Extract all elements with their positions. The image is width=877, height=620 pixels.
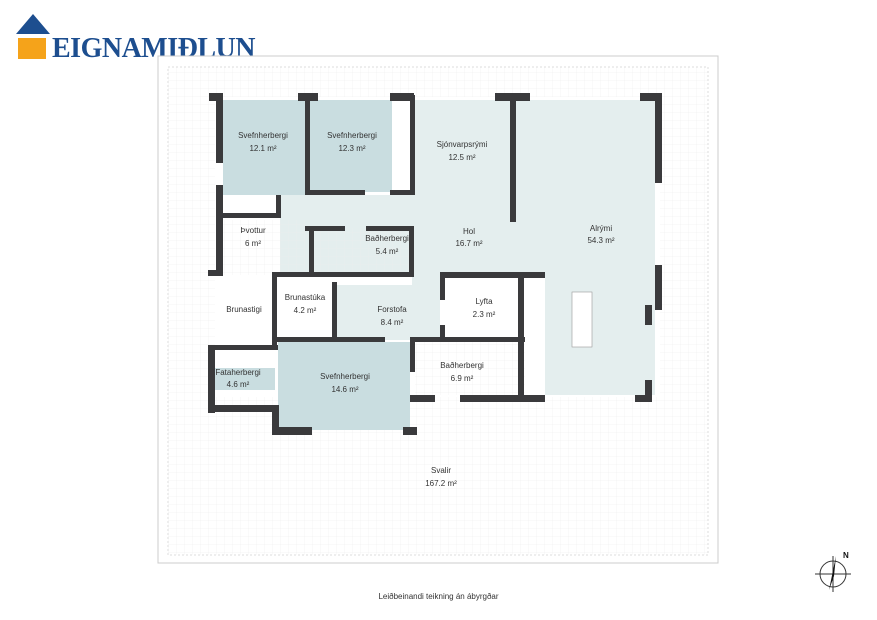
room-name: Lyfta — [475, 297, 493, 306]
room-area: 12.3 m² — [338, 144, 365, 153]
north-label: N — [843, 551, 849, 560]
room-area: 5.4 m² — [376, 247, 399, 256]
room-name: Forstofa — [377, 305, 407, 314]
room-area: 12.5 m² — [448, 153, 475, 162]
room-area: 4.2 m² — [294, 306, 317, 315]
house-logo-icon — [16, 14, 50, 59]
room-area: 6 m² — [245, 239, 261, 248]
room-name: Brunastigi — [226, 305, 262, 314]
rooms — [215, 97, 660, 430]
walls — [208, 93, 662, 435]
room-name: Fataherbergi — [215, 368, 261, 377]
room-name: Brunastúka — [285, 293, 326, 302]
room-name: Alrými — [590, 224, 612, 233]
compass-icon: N — [815, 551, 851, 592]
room-area: 4.6 m² — [227, 380, 250, 389]
room-area: 14.6 m² — [331, 385, 358, 394]
room-area: 2.3 m² — [473, 310, 496, 319]
room-name: Svefnherbergi — [238, 131, 288, 140]
room-name: Svalir — [431, 466, 451, 475]
room-name: Svefnherbergi — [327, 131, 377, 140]
room-name: Hol — [463, 227, 475, 236]
room-name: Svefnherbergi — [320, 372, 370, 381]
room-name: Baðherbergi — [440, 361, 484, 370]
room-name: Sjónvarpsrými — [437, 140, 488, 149]
room-area: 54.3 m² — [587, 236, 614, 245]
room-name: Þvottur — [240, 226, 266, 235]
disclaimer: Leiðbeinandi teikning án ábyrgðar — [378, 592, 499, 601]
room-labels: Svefnherbergi 12.1 m² Svefnherbergi 12.3… — [215, 131, 615, 488]
room-area: 16.7 m² — [455, 239, 482, 248]
room-area: 6.9 m² — [451, 374, 474, 383]
logo — [16, 14, 52, 65]
room-area: 8.4 m² — [381, 318, 404, 327]
room-area: 167.2 m² — [425, 479, 457, 488]
room-name: Baðherbergi — [365, 234, 409, 243]
room-area: 12.1 m² — [249, 144, 276, 153]
